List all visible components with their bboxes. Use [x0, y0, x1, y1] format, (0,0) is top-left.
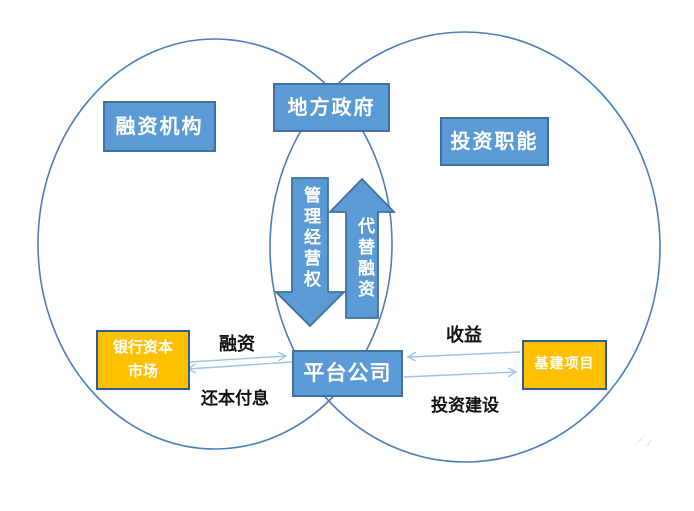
replace-financing-arrow-text: 代替融资 — [355, 217, 374, 301]
local-government-label: 地方政府 — [287, 96, 376, 119]
platform-company-box: 平台公司 — [292, 350, 403, 397]
investment-function-label: 投资职能 — [450, 130, 539, 153]
revenue-edge-label: 收益 — [446, 325, 482, 345]
revenue-arrow — [408, 351, 521, 357]
bank-capital-market-label-line1: 银行资本 — [112, 340, 173, 356]
financing-institution-label: 融资机构 — [115, 115, 204, 138]
financing-arrow — [189, 356, 286, 363]
platform-company-label: 平台公司 — [303, 360, 392, 385]
down-block-arrow — [273, 177, 347, 328]
infrastructure-project-label: 基建项目 — [534, 356, 595, 372]
repay-principal-interest-edge-label: 还本付息 — [201, 389, 269, 408]
management-rights-arrow-text: 管理经营权 — [301, 186, 320, 291]
bank-capital-market-label-line2: 市场 — [127, 364, 158, 380]
right-circle — [269, 31, 661, 463]
infrastructure-project-box: 基建项目 — [522, 340, 607, 390]
investment-function-box: 投资职能 — [440, 117, 549, 166]
financing-institution-box: 融资机构 — [103, 101, 216, 152]
investment-construction-edge-label: 投资建设 — [431, 396, 499, 415]
financing-edge-label: 融资 — [219, 334, 255, 354]
faint-smudge-mark — [636, 436, 652, 447]
local-government-box: 地方政府 — [273, 83, 390, 132]
up-block-arrow — [327, 177, 397, 319]
investment-arrow — [403, 372, 516, 378]
repay-arrow — [188, 361, 293, 369]
left-circle — [37, 38, 393, 450]
bank-capital-market-box: 银行资本 市场 — [96, 330, 190, 390]
